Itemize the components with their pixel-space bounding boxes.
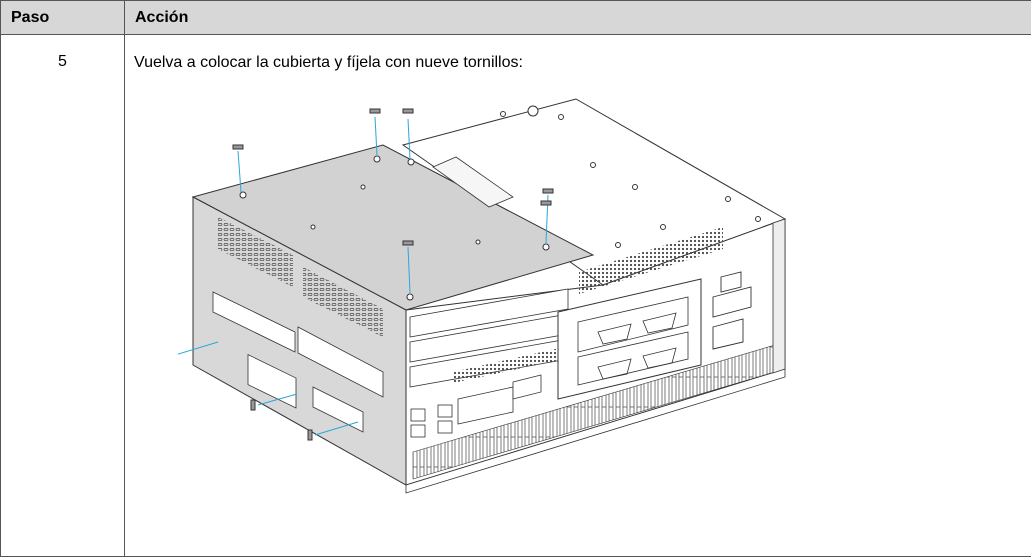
- header-action: Acción: [124, 0, 1031, 35]
- step-number: 5: [0, 34, 125, 557]
- action-cell: Vuelva a colocar la cubierta y fíjela co…: [124, 34, 1031, 557]
- screw-group: [178, 108, 554, 441]
- table-header-row: Paso Acción: [0, 0, 1031, 35]
- cover-reassembly-illustration: [178, 98, 787, 494]
- header-step: Paso: [0, 0, 125, 35]
- action-text: Vuelva a colocar la cubierta y fíjela co…: [134, 54, 523, 71]
- table-row: 5 Vuelva a colocar la cubierta y fíjela …: [0, 34, 1031, 557]
